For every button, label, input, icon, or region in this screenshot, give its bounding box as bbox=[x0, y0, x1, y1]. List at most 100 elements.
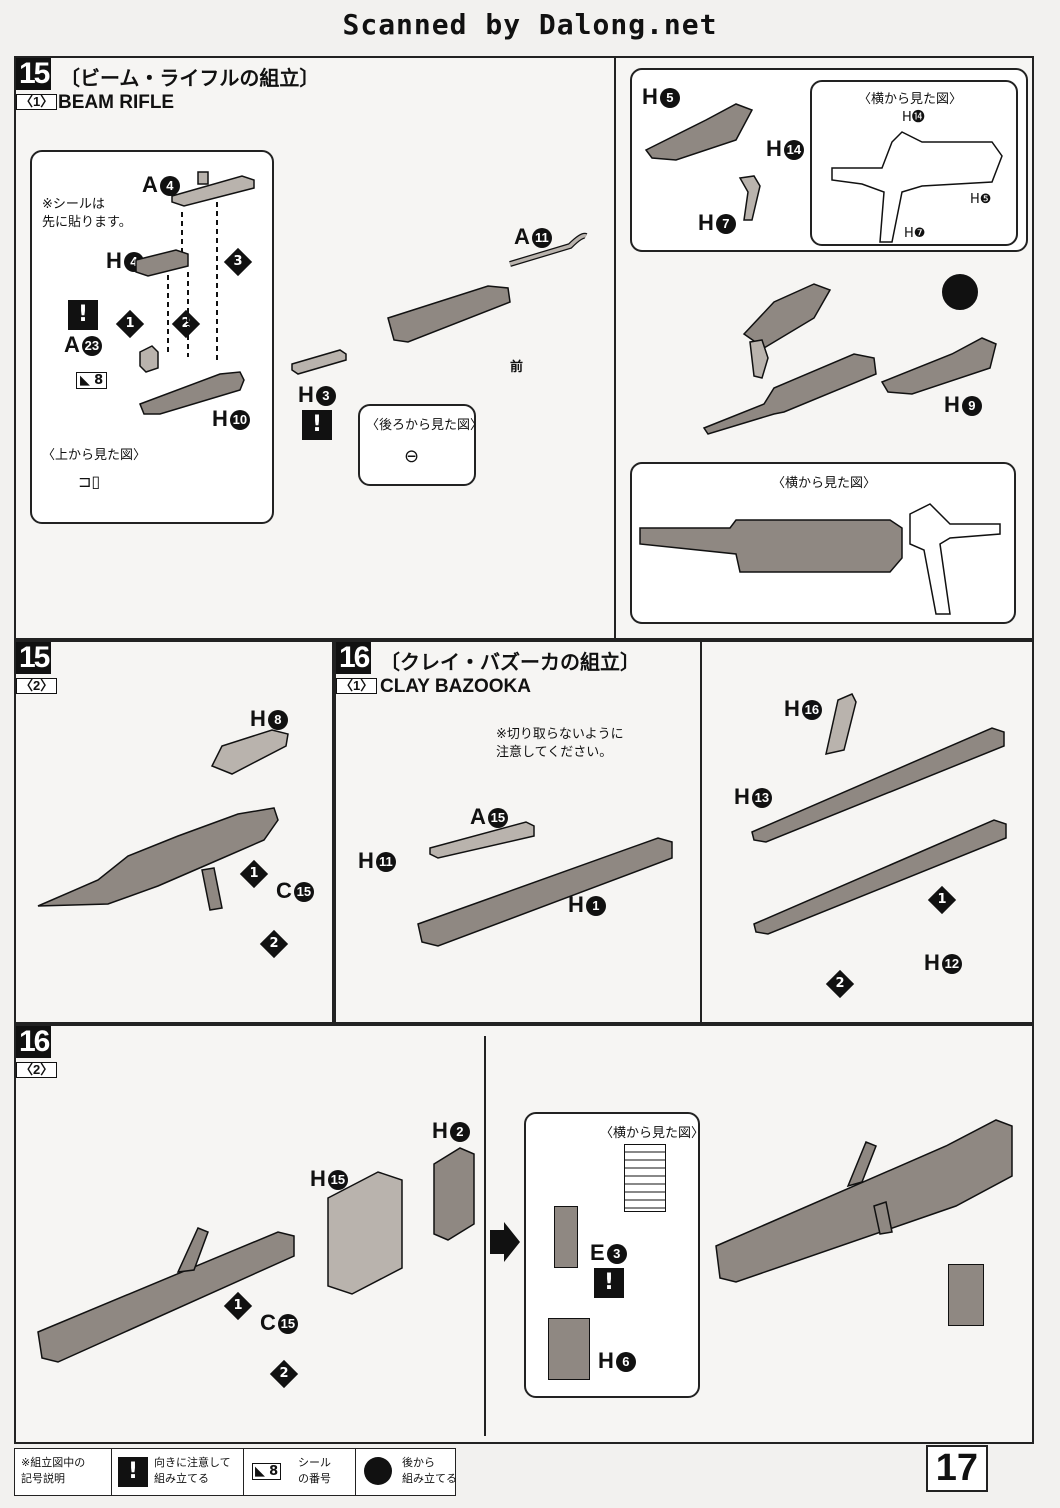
top-view-diagram: ⊐▯ bbox=[78, 472, 101, 491]
part-h10-shape bbox=[139, 371, 245, 415]
part-h9-shape bbox=[880, 337, 997, 395]
step-number: 16 bbox=[16, 1026, 52, 1058]
part-h6-shape bbox=[548, 1318, 590, 1380]
back-view-label: 〈後ろから見た図〉 bbox=[366, 418, 484, 433]
part-h4-shape bbox=[135, 249, 189, 277]
panel-divider bbox=[700, 642, 702, 1022]
bazooka-body-left bbox=[37, 1227, 295, 1363]
scan-credit: Scanned by Dalong.net bbox=[342, 8, 718, 41]
inset-h14: H⓮ bbox=[902, 110, 925, 125]
assemble-later-icon bbox=[364, 1457, 392, 1485]
step-number: 16 bbox=[336, 642, 372, 674]
magazine-shape bbox=[948, 1264, 984, 1326]
side-view-inset: 〈横から見た図〉 H⓮ H❺ H❼ bbox=[810, 80, 1018, 246]
part-h2-shape bbox=[433, 1147, 475, 1241]
part-h8-shape bbox=[210, 729, 289, 775]
back-view-callout: 〈後ろから見た図〉 ⊖ bbox=[358, 404, 483, 486]
seal-icon: ◣ 8 bbox=[76, 372, 108, 389]
part-a11-shape bbox=[509, 232, 588, 267]
bazooka-complete bbox=[715, 1119, 1013, 1283]
side-view-rifle bbox=[639, 503, 1001, 615]
side-view-label: 〈横から見た図〉 bbox=[600, 1126, 705, 1141]
part-a15-shape bbox=[429, 821, 535, 859]
step-2-marker: 2 bbox=[269, 1359, 299, 1389]
panel-divider bbox=[484, 1036, 486, 1436]
part-bottom-half bbox=[753, 819, 1007, 935]
part-h1-shape bbox=[417, 837, 673, 947]
legend-orientation: ! 向きに注意して 組み立てる bbox=[111, 1449, 242, 1495]
title-japanese: 〔ビーム・ライフルの組立〕 bbox=[60, 66, 320, 90]
part-h16-shape bbox=[825, 693, 857, 755]
legend-orientation-text: 向きに注意して 組み立てる bbox=[154, 1456, 231, 1485]
front-direction: 前 bbox=[510, 360, 524, 375]
title-english: CLAY BAZOOKA bbox=[380, 676, 531, 697]
part-h3-shape bbox=[291, 349, 347, 375]
side-view-callout: 〈横から見た図〉 bbox=[630, 462, 1016, 624]
step-1-marker: 1 bbox=[927, 885, 957, 915]
back-view-diagram: ⊖ bbox=[404, 446, 420, 467]
beam-rifle-body bbox=[387, 285, 511, 343]
step-16-1-panel: 16 〈1〉 〔クレイ・バズーカの組立〕 CLAY BAZOOKA ※切り取らな… bbox=[334, 640, 1034, 1024]
part-e3-shape bbox=[554, 1206, 578, 1268]
part-a4-shape bbox=[171, 171, 255, 207]
cut-note: ※切り取らないように 注意してください。 bbox=[496, 727, 624, 760]
legend-seal-text: シール の番号 bbox=[298, 1456, 331, 1485]
title-english: BEAM RIFLE bbox=[58, 92, 175, 113]
symbol-legend: ※組立図中の 記号説明 ! 向きに注意して 組み立てる ◣ 8 シール の番号 … bbox=[14, 1448, 457, 1496]
step-2-marker: 2 bbox=[825, 969, 855, 999]
substep-label: 〈1〉 bbox=[336, 678, 378, 694]
inset-h7: H❼ bbox=[904, 226, 926, 241]
caution-icon-h3: ! bbox=[302, 410, 332, 440]
part-h5-shape bbox=[644, 103, 754, 161]
substep-label: 〈2〉 bbox=[16, 678, 58, 694]
side-view-drawing bbox=[831, 131, 1003, 243]
substep-label: 〈1〉 bbox=[16, 94, 58, 110]
legend-later: 後から 組み立てる bbox=[355, 1449, 457, 1495]
page-number: 17 bbox=[925, 1445, 988, 1492]
caution-icon: ! bbox=[68, 300, 98, 330]
assemble-later-icon bbox=[942, 274, 978, 310]
step-number: 15 bbox=[16, 642, 52, 674]
part-h7-shape bbox=[738, 175, 761, 221]
step-15-1-panel: 15 〈1〉 〔ビーム・ライフルの組立〕 BEAM RIFLE ※シールは 先に… bbox=[14, 56, 1034, 640]
side-view-label: 〈横から見た図〉 bbox=[858, 92, 963, 107]
top-view-label: 〈上から見た図〉 bbox=[42, 448, 147, 463]
step-2-marker: 2 bbox=[259, 929, 289, 959]
seal-note: ※シールは 先に貼ります。 bbox=[42, 197, 132, 230]
seal-icon: ◣ 8 bbox=[252, 1463, 282, 1480]
rifle-assembly bbox=[702, 283, 877, 435]
step-number: 15 bbox=[16, 58, 52, 90]
step-1-marker: 1 bbox=[239, 859, 269, 889]
side-view-label-2: 〈横から見た図〉 bbox=[772, 476, 877, 491]
next-arrow-icon bbox=[490, 1222, 520, 1262]
legend-later-text: 後から 組み立てる bbox=[402, 1456, 457, 1485]
panel-divider bbox=[614, 58, 616, 638]
part-h15-shape bbox=[327, 1171, 403, 1295]
legend-seal: ◣ 8 シール の番号 bbox=[243, 1449, 354, 1495]
step-1-marker: 1 bbox=[223, 1291, 253, 1321]
assembly-arrows bbox=[167, 202, 218, 362]
